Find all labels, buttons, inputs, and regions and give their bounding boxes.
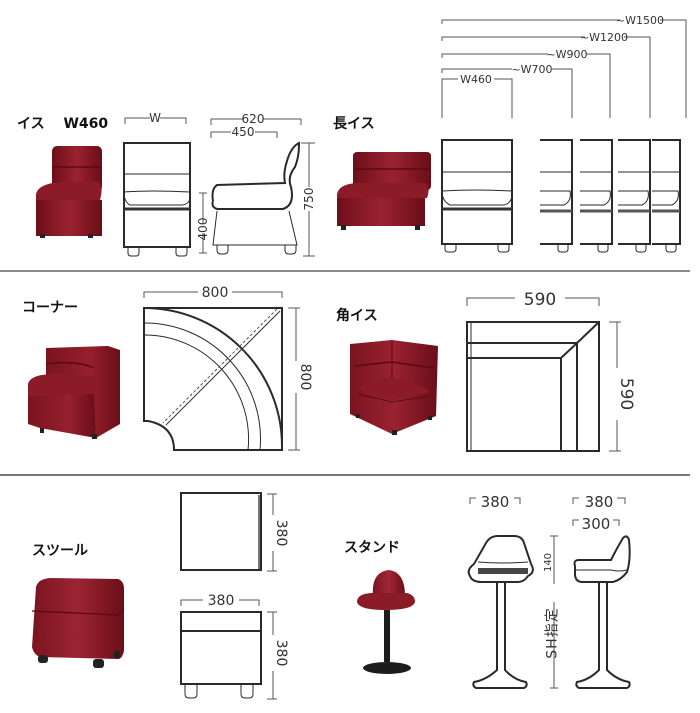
stand-back-height-dim: 140 — [543, 552, 555, 573]
bench-photo — [337, 152, 431, 230]
corner-chair-depth-dim: 590 — [616, 378, 636, 410]
stool-top-depth-dim: 380 — [273, 520, 289, 547]
corner-chair-top-view: 590 590 — [466, 290, 636, 452]
bench-width-w900: ~W900 — [546, 48, 587, 61]
corner-chair-width-dim: 590 — [524, 290, 556, 310]
stand-back-height-label: 140 — [543, 545, 567, 585]
section-divider-1 — [0, 270, 690, 272]
chair-seat-height-dim: 400 — [196, 218, 210, 241]
stool-photo — [31, 578, 125, 668]
stool-title: スツール — [32, 543, 88, 559]
chair-title: イス W460 — [17, 113, 108, 133]
corner-photo — [28, 346, 120, 439]
chair-seat-depth-dim: 450 — [232, 125, 255, 139]
bench-width-w700: ~W700 — [511, 63, 552, 76]
bench-width-w1200: ~W1200 — [580, 31, 628, 44]
chair-title-text: イス — [17, 116, 45, 132]
stand-side-view: 380 300 — [572, 493, 631, 689]
chair-variant: W460 — [63, 116, 109, 132]
stool-views: 380 380 380 — [180, 492, 289, 700]
stand-seat-height-dim: SH指定 — [544, 607, 561, 659]
stool-height-dim: 380 — [273, 640, 289, 667]
corner-top-view: 800 800 — [143, 285, 313, 451]
chair-depth-total-dim: 620 — [242, 112, 265, 126]
stand-title: スタンド — [344, 540, 400, 556]
bench-title: 長イス — [333, 116, 375, 132]
chair-photo — [36, 146, 102, 238]
bench-width-brackets: ~W1500 ~W1200 ~W900 ~W700 W460 — [441, 14, 687, 118]
section-divider-2 — [0, 474, 690, 476]
corner-width-dim: 800 — [202, 285, 229, 301]
stand-side-width-dim: 380 — [585, 493, 614, 511]
stand-front-width-dim: 380 — [481, 493, 510, 511]
chair-front-view: W — [123, 111, 191, 257]
corner-chair-title: 角イス — [336, 308, 378, 324]
bench-extension-modules — [540, 139, 681, 253]
corner-chair-photo — [350, 340, 438, 435]
corner-depth-dim: 800 — [297, 364, 313, 391]
chair-height-dim: 750 — [302, 188, 316, 211]
stand-side-seat-dim: 300 — [582, 515, 611, 533]
bench-front-view — [441, 139, 681, 253]
bench-width-w1500: ~W1500 — [616, 14, 664, 27]
bench-width-w460: W460 — [460, 73, 492, 86]
stand-photo — [357, 570, 415, 674]
corner-title: コーナー — [22, 300, 78, 316]
chair-side-view: 620 450 400 750 — [196, 112, 316, 257]
stand-front-view: 380 — [467, 493, 558, 689]
chair-width-dim: W — [149, 111, 161, 125]
stool-width-dim: 380 — [208, 593, 235, 609]
